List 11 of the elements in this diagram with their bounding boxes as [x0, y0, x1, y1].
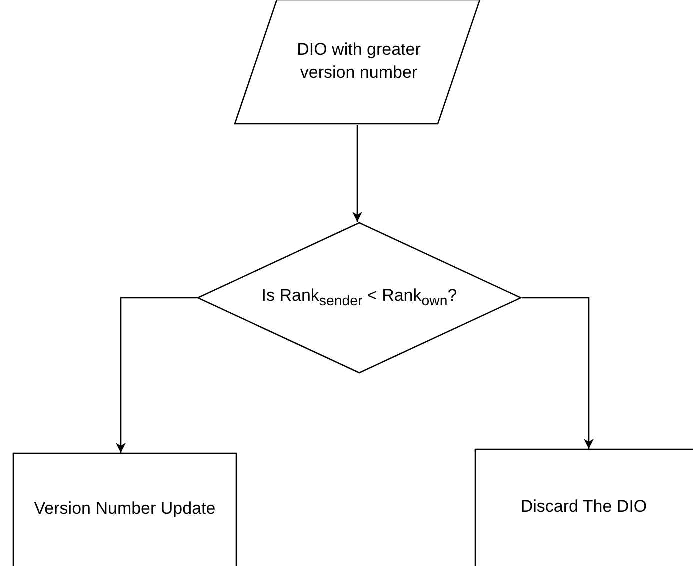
- node-text: Is Rank$_{sender}$ < Rank$_{own}$?: [262, 284, 458, 312]
- node-text: Version Number Update: [34, 498, 216, 520]
- node-text: Discard The DIO: [520, 496, 648, 518]
- arrow: [352, 125, 362, 222]
- node-text: DIO with greater version number: [296, 39, 422, 84]
- arrow: [116, 297, 197, 453]
- process-box: [475, 449, 693, 566]
- arrow: [522, 297, 594, 449]
- data-parallelogram: [234, 0, 481, 125]
- decision-diamond: [197, 222, 522, 374]
- process-box: [13, 453, 237, 566]
